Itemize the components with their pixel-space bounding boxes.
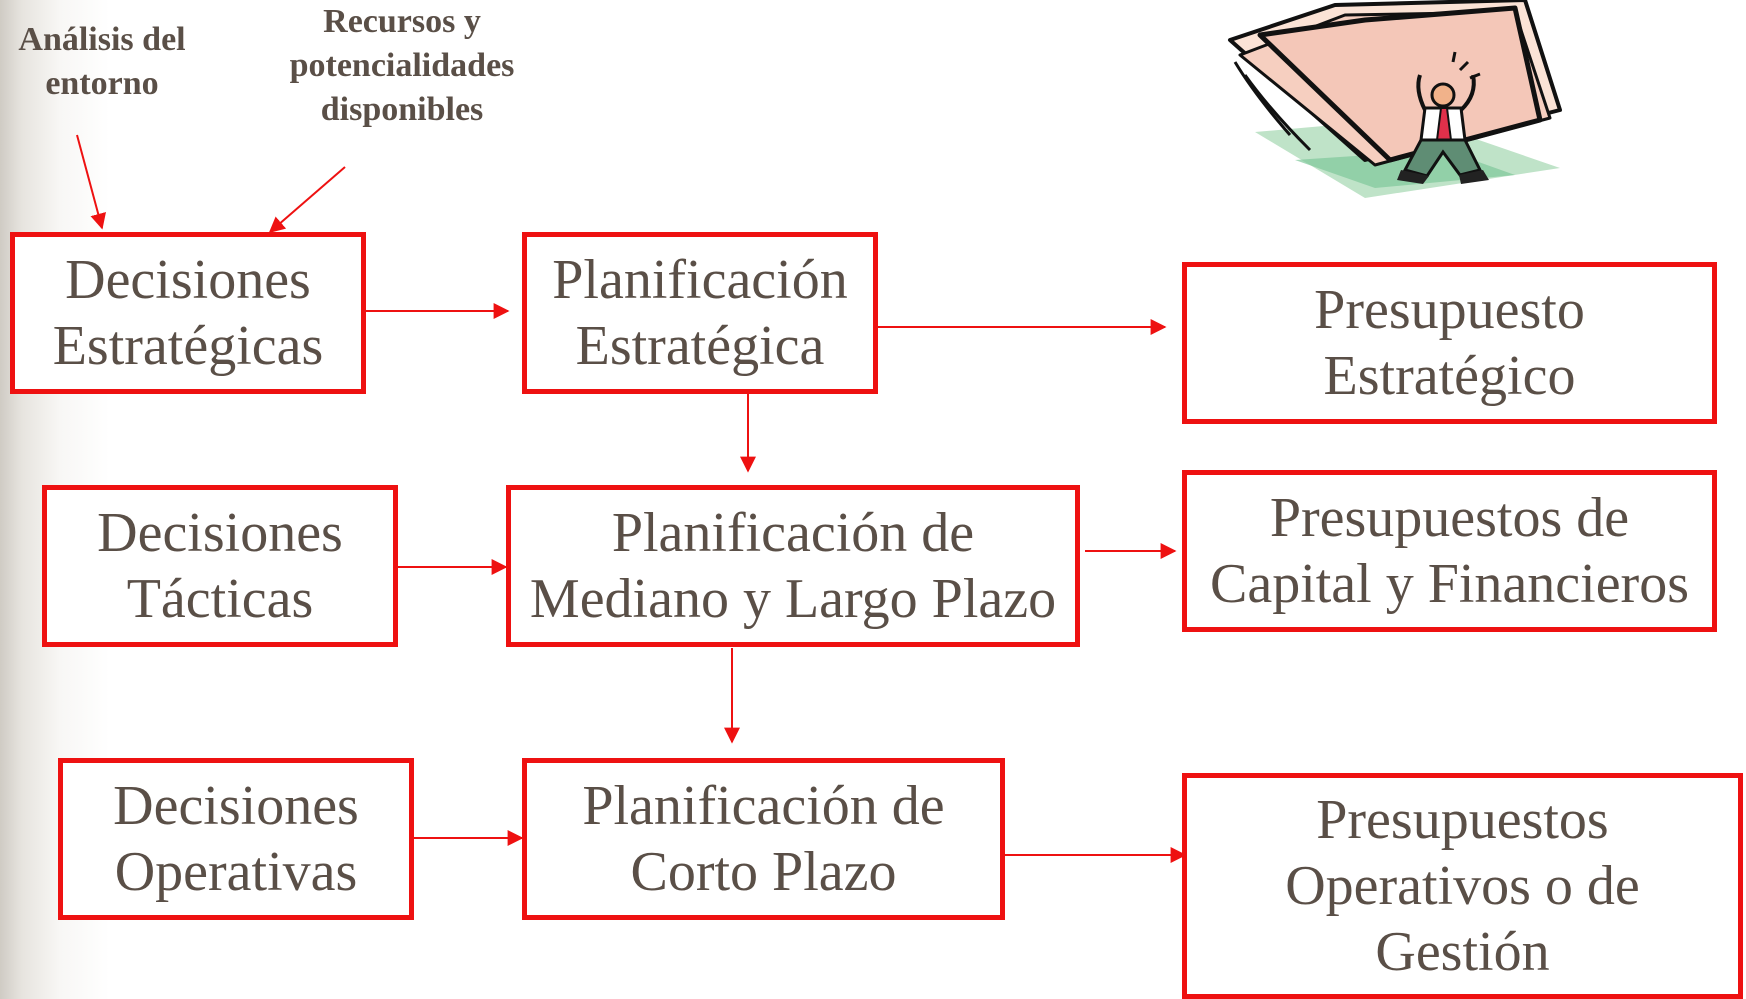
arrow-resources-to-decisions [268, 166, 346, 234]
arrow-environment-to-decisions [76, 134, 106, 230]
box-capital-financial-budgets: Presupuestos de Capital y Financieros [1182, 470, 1717, 632]
box-operational-decisions: Decisiones Operativas [58, 758, 414, 920]
box-operational-budgets: Presupuestos Operativos o de Gestión [1182, 773, 1743, 999]
box-medium-long-planning: Planificación de Mediano y Largo Plazo [506, 485, 1080, 647]
note-available-resources: Recursos y potencialidades disponibles [289, 3, 515, 128]
box-tactical-decisions: Decisiones Tácticas [42, 485, 398, 647]
box-strategic-budget: Presupuesto Estratégico [1182, 262, 1717, 424]
box-strategic-decisions: Decisiones Estratégicas [10, 232, 366, 394]
box-short-planning: Planificación de Corto Plazo [522, 758, 1005, 920]
note-environment-analysis: Análisis del entorno [18, 21, 186, 102]
man-holding-papers-icon [1228, 0, 1562, 198]
box-strategic-planning: Planificación Estratégica [522, 232, 878, 394]
